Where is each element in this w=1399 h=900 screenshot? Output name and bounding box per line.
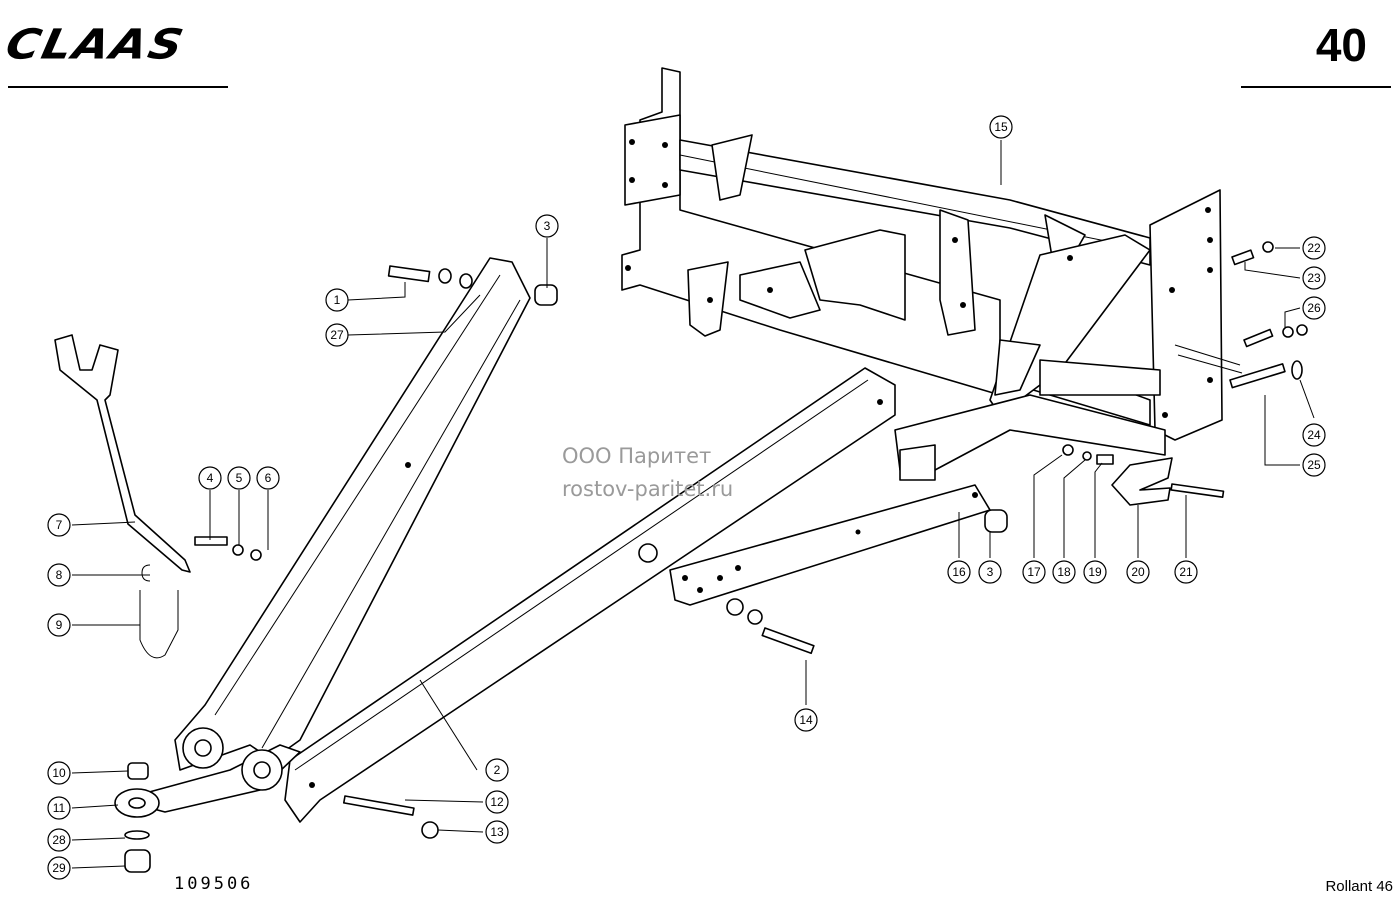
svg-text:13: 13 xyxy=(490,825,504,839)
callout-22: 22 xyxy=(1302,236,1326,260)
chain-part-9 xyxy=(139,564,179,659)
callout-29: 29 xyxy=(47,856,71,880)
svg-text:10: 10 xyxy=(52,766,66,780)
svg-text:21: 21 xyxy=(1179,565,1193,579)
callout-18: 18 xyxy=(1052,560,1076,584)
callout-23: 23 xyxy=(1302,266,1326,290)
svg-text:27: 27 xyxy=(330,328,344,342)
coupling-part-11 xyxy=(114,727,301,818)
stand-part-7 xyxy=(54,334,191,573)
hardware-parts xyxy=(124,241,1308,873)
callout-13: 13 xyxy=(485,820,509,844)
svg-text:4: 4 xyxy=(207,471,214,485)
callout-21: 21 xyxy=(1174,560,1198,584)
callout-20: 20 xyxy=(1126,560,1150,584)
callout-4: 4 xyxy=(198,466,222,490)
svg-text:5: 5 xyxy=(236,471,243,485)
svg-text:28: 28 xyxy=(52,833,66,847)
callout-9: 9 xyxy=(47,613,71,637)
svg-text:3: 3 xyxy=(544,219,551,233)
watermark-company: ООО Паритет xyxy=(562,444,712,468)
svg-text:17: 17 xyxy=(1027,565,1041,579)
watermark: ООО Паритет rostov-paritet.ru xyxy=(562,440,733,506)
svg-text:26: 26 xyxy=(1307,301,1321,315)
callout-14: 14 xyxy=(794,708,818,732)
svg-text:14: 14 xyxy=(799,713,813,727)
callout-25: 25 xyxy=(1302,453,1326,477)
svg-text:29: 29 xyxy=(52,861,66,875)
svg-text:2: 2 xyxy=(494,763,501,777)
callout-27: 27 xyxy=(325,323,349,347)
callout-17: 17 xyxy=(1022,560,1046,584)
callout-3-top: 3 xyxy=(535,214,559,238)
callout-15: 15 xyxy=(989,115,1013,139)
svg-text:19: 19 xyxy=(1088,565,1102,579)
header-rule-right xyxy=(1241,86,1391,88)
header-rule-left xyxy=(8,86,228,88)
svg-text:11: 11 xyxy=(53,801,66,815)
svg-text:18: 18 xyxy=(1057,565,1071,579)
svg-text:22: 22 xyxy=(1307,241,1321,255)
callout-11: 11 xyxy=(47,796,71,820)
callout-24: 24 xyxy=(1302,423,1326,447)
callout-26: 26 xyxy=(1302,296,1326,320)
svg-text:15: 15 xyxy=(994,120,1008,134)
svg-text:16: 16 xyxy=(952,565,966,579)
svg-text:23: 23 xyxy=(1307,271,1321,285)
drawing-number: 109506 xyxy=(174,874,254,894)
svg-text:24: 24 xyxy=(1307,428,1321,442)
callout-3-bottom: 3 xyxy=(978,560,1002,584)
svg-text:7: 7 xyxy=(56,518,63,532)
svg-text:6: 6 xyxy=(265,471,272,485)
svg-text:9: 9 xyxy=(56,618,63,632)
leader-lines xyxy=(71,140,1315,869)
callout-7: 7 xyxy=(47,513,71,537)
callout-10: 10 xyxy=(47,761,71,785)
callout-8: 8 xyxy=(47,563,71,587)
callout-5: 5 xyxy=(227,466,251,490)
callout-1: 1 xyxy=(325,288,349,312)
callout-19: 19 xyxy=(1083,560,1107,584)
link-plate-part-16 xyxy=(638,484,991,606)
callout-6: 6 xyxy=(256,466,280,490)
callout-12: 12 xyxy=(485,790,509,814)
model-label: Rollant 46 xyxy=(1325,878,1393,895)
callout-2: 2 xyxy=(485,758,509,782)
svg-text:20: 20 xyxy=(1131,565,1145,579)
svg-text:1: 1 xyxy=(334,293,341,307)
callout-16: 16 xyxy=(947,560,971,584)
page-number: 40 xyxy=(1315,19,1367,71)
watermark-url: rostov-paritet.ru xyxy=(562,477,734,501)
svg-text:3: 3 xyxy=(987,565,994,579)
svg-text:8: 8 xyxy=(56,568,63,582)
svg-text:12: 12 xyxy=(490,795,504,809)
svg-text:25: 25 xyxy=(1307,458,1321,472)
main-frame-part-15 xyxy=(621,67,1243,481)
callout-28: 28 xyxy=(47,828,71,852)
